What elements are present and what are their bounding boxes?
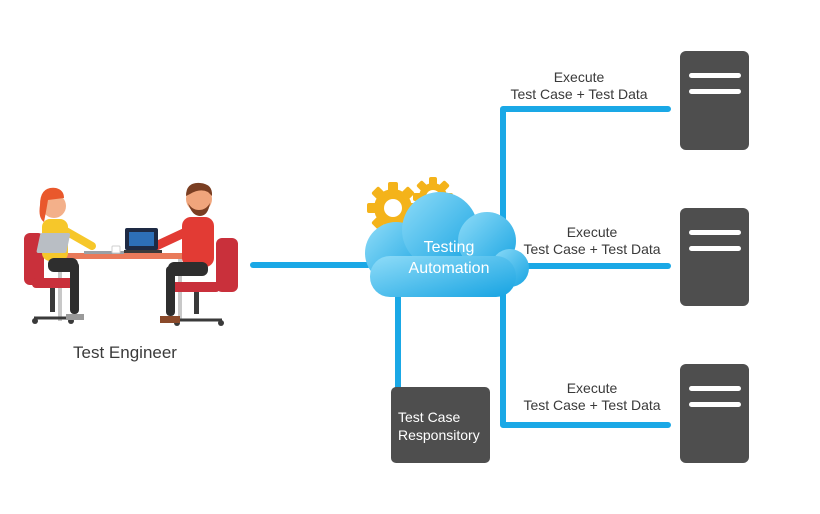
cup-icon — [111, 245, 121, 254]
desk-top — [52, 253, 187, 259]
cloud-label-line1: Testing — [423, 239, 475, 256]
cloud-icon — [365, 192, 529, 297]
repository-label-line2: Responsitory — [398, 427, 480, 443]
man-engineer-figure — [124, 182, 214, 323]
execute-label-2: Execute Test Case + Test Data — [502, 224, 682, 258]
server-icon — [680, 208, 749, 306]
repository-label-line1: Test Case — [398, 409, 461, 425]
execute-label-3-line1: Execute — [566, 380, 618, 396]
woman-engineer-figure — [36, 187, 124, 320]
chair-icon — [170, 238, 238, 326]
execute-label-3: Execute Test Case + Test Data — [502, 380, 682, 414]
execute-label-3-line2: Test Case + Test Data — [523, 397, 661, 413]
server-icon — [680, 364, 749, 463]
cloud-label-line2: Automation — [408, 260, 490, 277]
execute-label-1-line2: Test Case + Test Data — [510, 86, 648, 102]
engineer-label: Test Engineer — [73, 343, 177, 362]
execute-label-1: Execute Test Case + Test Data — [489, 69, 669, 103]
test-engineers-illustration — [24, 182, 238, 326]
execute-label-2-line1: Execute — [566, 224, 618, 240]
server-icon — [680, 51, 749, 150]
execute-label-1-line1: Execute — [553, 69, 605, 85]
repository-label: Test Case Responsitory — [398, 408, 480, 444]
repository-box — [391, 387, 490, 463]
cloud-label: Testing Automation — [388, 237, 510, 279]
execute-label-2-line2: Test Case + Test Data — [523, 241, 661, 257]
